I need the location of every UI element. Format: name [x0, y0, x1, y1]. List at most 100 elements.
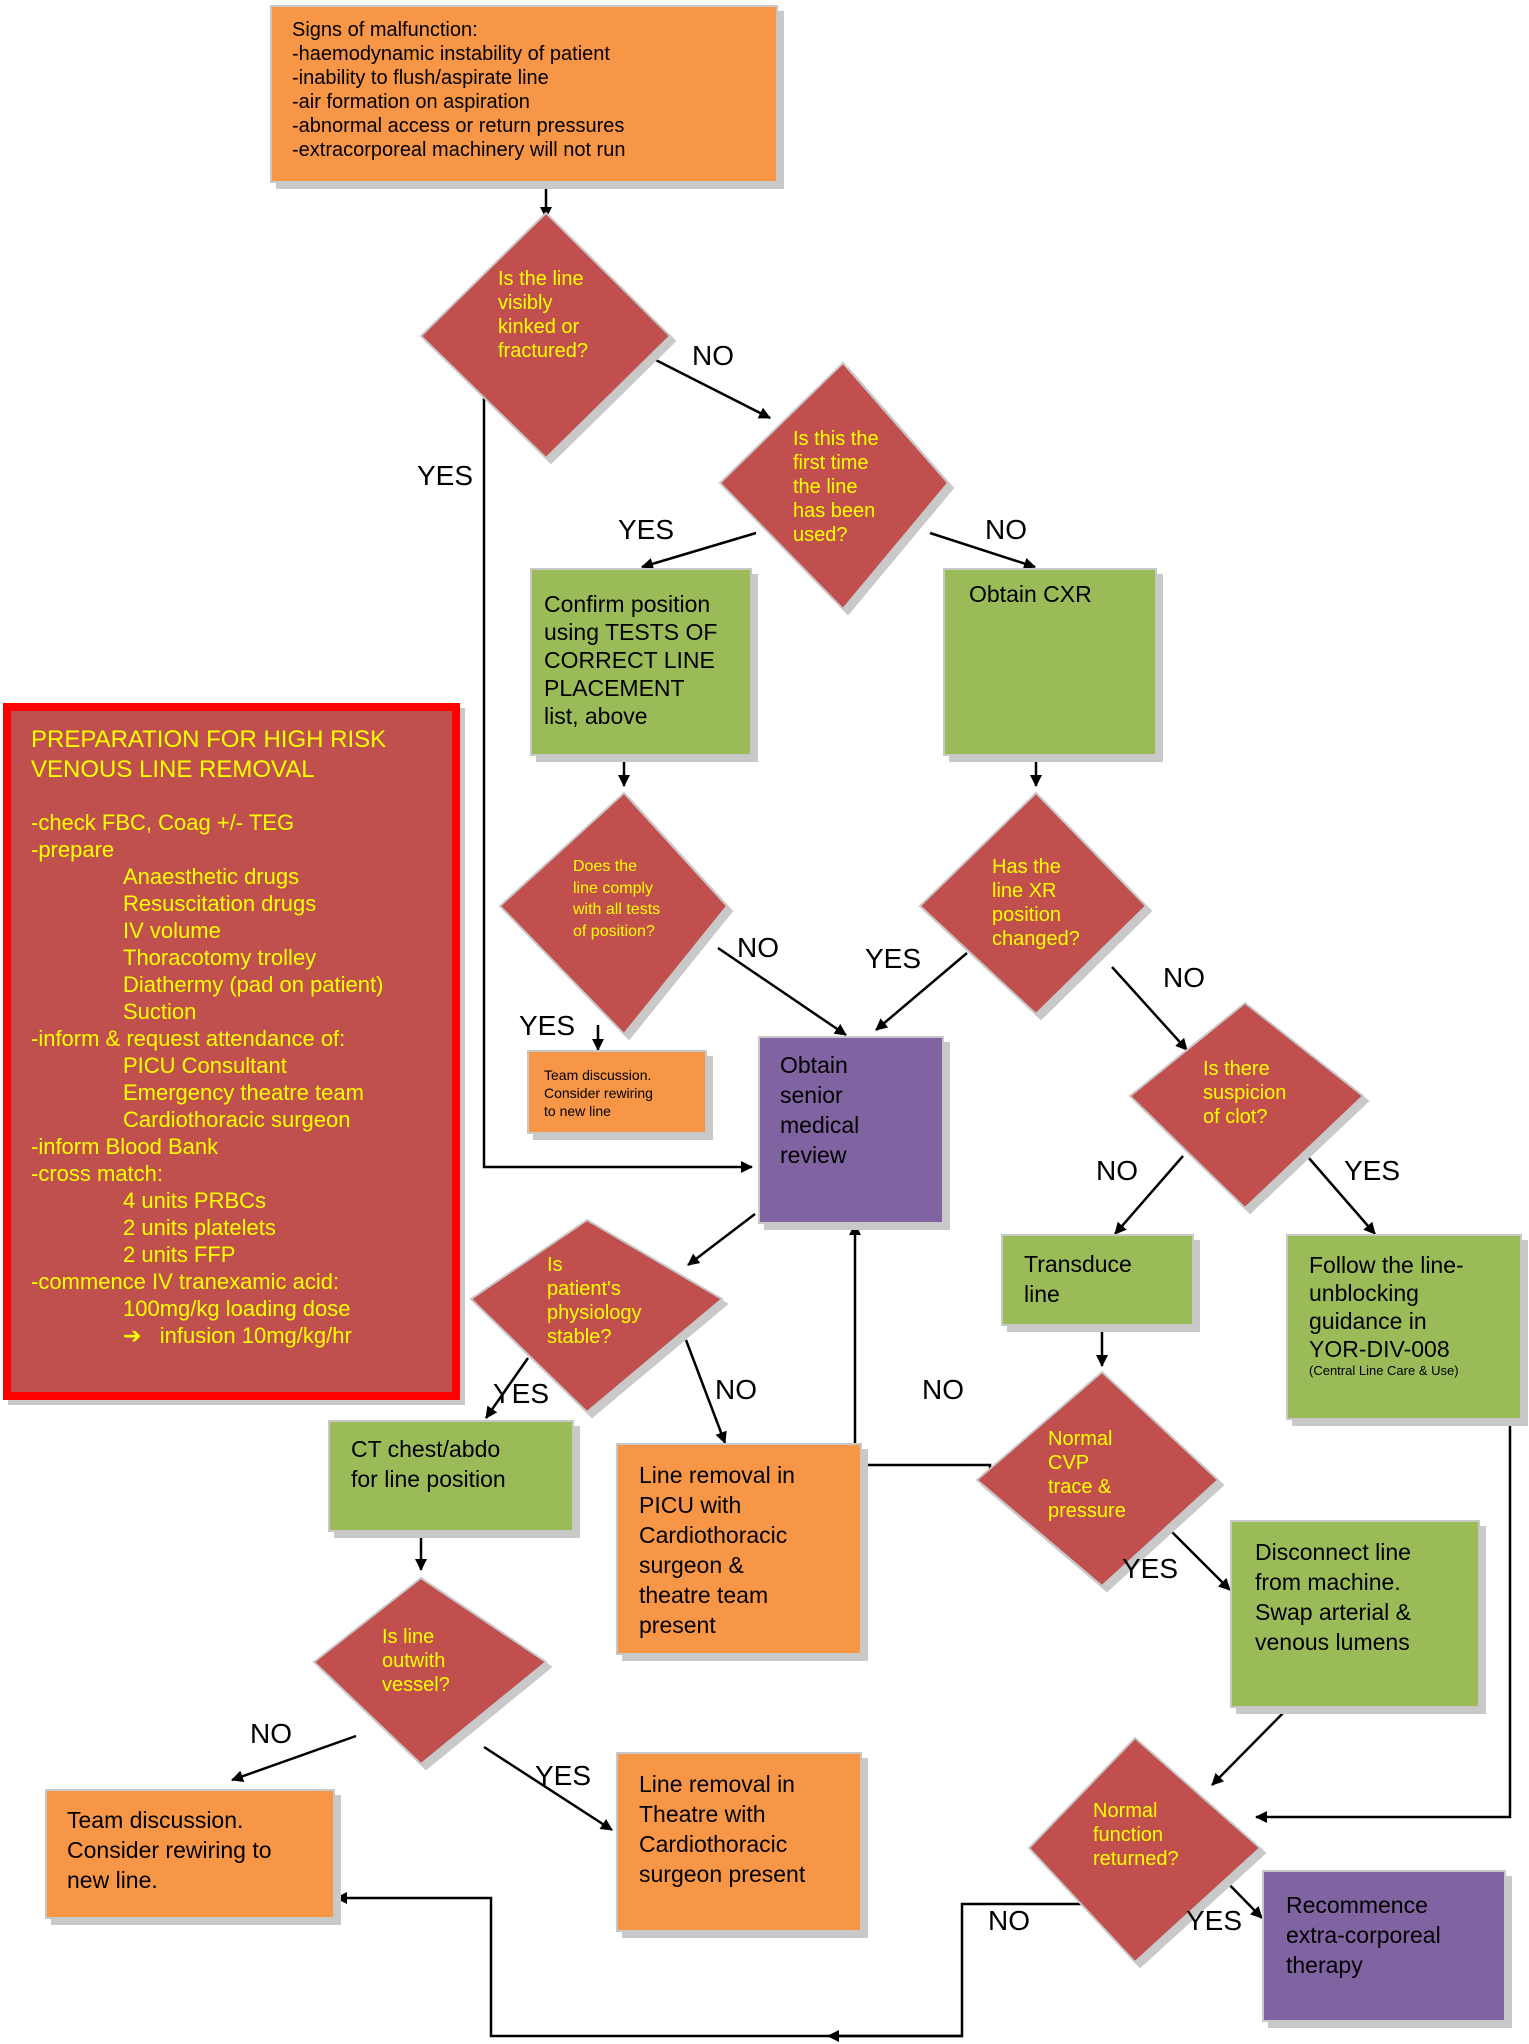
start-signs-box: Signs of malfunction: -haemodynamic inst… — [270, 5, 778, 183]
arrow-clot-yes — [1307, 1156, 1376, 1235]
prep-line: -inform & request attendance of: — [31, 1026, 346, 1051]
arrow-guidance-to-normal — [1255, 1420, 1512, 1823]
follow-guidance-note: (Central Line Care & Use) — [1309, 1363, 1459, 1378]
removal-picu-text: Line removal in PICU with Cardiothoracic… — [639, 1462, 795, 1638]
prep-title-line-2: VENOUS LINE REMOVAL — [31, 756, 315, 783]
removal-picu-box: Line removal in PICU with Cardiothoracic… — [616, 1443, 862, 1655]
disconnect-box: Disconnect line from machine. Swap arter… — [1230, 1520, 1480, 1708]
obtain-cxr-box: Obtain CXR — [943, 568, 1157, 756]
label-no-clot: NO — [1096, 1155, 1138, 1186]
prep-item: Suction — [123, 999, 197, 1024]
confirm-position-text: Confirm position using TESTS OF CORRECT … — [544, 591, 718, 729]
ct-chest-box: CT chest/abdo for line position — [328, 1420, 574, 1532]
label-yes-kinked: YES — [417, 460, 474, 491]
transduce-text: Transduce line — [1024, 1251, 1132, 1307]
decision-xr-diamond — [918, 791, 1148, 1016]
label-yes-xr: YES — [865, 943, 922, 974]
label-yes-cvp: YES — [1122, 1553, 1179, 1584]
prep-item: 4 units PRBCs — [123, 1188, 267, 1213]
label-no-outwith: NO — [250, 1718, 292, 1749]
decision-cvp-diamond — [975, 1370, 1220, 1588]
decision-outwith-diamond — [312, 1576, 548, 1766]
arrow-disconnect-to-normal — [1211, 1707, 1289, 1786]
decision-normal-function-text: Normal function returned? — [1093, 1800, 1179, 1870]
team-discussion-large-text: Team discussion. Consider rewiring to ne… — [67, 1807, 272, 1893]
senior-review-box: Obtain senior medical review — [758, 1036, 944, 1224]
prep-item: 2 units platelets — [123, 1215, 276, 1240]
recommence-box: Recommence extra-corporeal therapy — [1262, 1870, 1506, 2022]
label-no-xr: NO — [1163, 962, 1205, 993]
start-item: -extracorporeal machinery will not run — [292, 139, 626, 161]
label-yes-clot: YES — [1344, 1155, 1401, 1186]
label-yes-comply: YES — [519, 1010, 576, 1041]
recommence-text: Recommence extra-corporeal therapy — [1286, 1892, 1441, 1978]
start-item: -haemodynamic instability of patient — [292, 43, 610, 65]
prep-item: Resuscitation drugs — [123, 891, 317, 916]
start-item: -inability to flush/aspirate line — [292, 67, 549, 89]
label-no-normal-function: NO — [988, 1905, 1030, 1936]
decision-outwith-text: Is line outwith vessel? — [382, 1626, 450, 1696]
team-discussion-small-text: Team discussion. Consider rewiring to ne… — [544, 1067, 653, 1119]
obtain-cxr-text: Obtain CXR — [969, 581, 1092, 607]
start-item: -air formation on aspiration — [292, 91, 530, 113]
arrow-comply-no — [717, 946, 847, 1037]
decision-normal-function-diamond — [1027, 1736, 1262, 1964]
decision-first-time-diamond — [718, 361, 950, 611]
arrow-cvp-no — [849, 1223, 992, 1470]
prep-item: PICU Consultant — [123, 1053, 287, 1078]
removal-theatre-box: Line removal in Theatre with Cardiothora… — [616, 1752, 862, 1932]
arrow-cvp-yes — [1162, 1522, 1231, 1591]
decision-kinked-text: Is the line visibly kinked or fractured? — [498, 268, 589, 362]
label-no-comply: NO — [737, 932, 779, 963]
arrow-kinked-no — [639, 350, 771, 420]
label-no-stable: NO — [715, 1374, 757, 1405]
label-no-cvp: NO — [922, 1374, 964, 1405]
label-no-kinked: NO — [692, 340, 734, 371]
arrow-clot-no — [1114, 1155, 1184, 1235]
follow-guidance-box: Follow the line- unblocking guidance in … — [1286, 1234, 1522, 1420]
decision-xr-text: Has the line XR position changed? — [992, 856, 1080, 950]
prep-item: Diathermy (pad on patient) — [123, 972, 384, 997]
arrow-kinked-yes — [482, 388, 753, 1173]
prep-item: Emergency theatre team — [123, 1080, 364, 1105]
decision-stable-text: Is patient's physiology stable? — [547, 1254, 642, 1348]
senior-review-text: Obtain senior medical review — [780, 1052, 860, 1168]
decision-clot-text: Is there suspicion of clot? — [1203, 1058, 1287, 1128]
arrow-xr-no — [1111, 966, 1188, 1051]
arrow-outwith-yes — [483, 1745, 613, 1832]
prep-item-infusion: ➔ infusion 10mg/kg/hr — [31, 1322, 452, 1349]
arrow-xr-yes — [875, 952, 968, 1031]
prep-line: -prepare — [31, 837, 115, 862]
disconnect-text: Disconnect line from machine. Swap arter… — [1255, 1539, 1411, 1655]
decision-comply-diamond — [498, 791, 729, 1036]
start-item: -abnormal access or return pressures — [292, 115, 625, 137]
decision-stable-diamond — [469, 1218, 724, 1414]
removal-theatre-text: Line removal in Theatre with Cardiothora… — [639, 1771, 806, 1887]
arrow-normal-no — [335, 1892, 1101, 2038]
prep-item: 2 units FFP — [123, 1242, 236, 1267]
preparation-panel: PREPARATION FOR HIGH RISK VENOUS LINE RE… — [3, 703, 460, 1400]
decision-first-time-text: Is this the first time the line has been… — [793, 428, 879, 546]
prep-item: IV volume — [123, 918, 221, 943]
prep-line: -check FBC, Coag +/- TEG — [31, 810, 295, 835]
label-no-first-time: NO — [985, 514, 1027, 545]
prep-line: -inform Blood Bank — [31, 1134, 219, 1159]
label-yes-stable: YES — [493, 1378, 550, 1409]
ct-chest-text: CT chest/abdo for line position — [351, 1436, 506, 1492]
label-yes-normal-function: YES — [1186, 1905, 1243, 1936]
arrow-stable-no — [684, 1339, 727, 1444]
start-title: Signs of malfunction: — [292, 19, 478, 41]
prep-item: 100mg/kg loading dose — [123, 1296, 351, 1321]
decision-kinked-diamond — [419, 211, 672, 460]
prep-item: Anaesthetic drugs — [123, 864, 300, 889]
arrow-first-time-no — [929, 531, 1036, 570]
decision-comply-text: Does the line comply with all tests of p… — [573, 858, 661, 940]
prep-line: -cross match: — [31, 1161, 164, 1186]
team-discussion-small-box: Team discussion. Consider rewiring to ne… — [527, 1050, 707, 1134]
decision-cvp-text: Normal CVP trace & pressure — [1048, 1428, 1126, 1522]
confirm-position-box: Confirm position using TESTS OF CORRECT … — [530, 568, 752, 756]
arrow-stable-yes — [484, 1357, 530, 1419]
follow-guidance-text: Follow the line- unblocking guidance in … — [1309, 1252, 1464, 1362]
arrow-outwith-no — [231, 1734, 357, 1782]
